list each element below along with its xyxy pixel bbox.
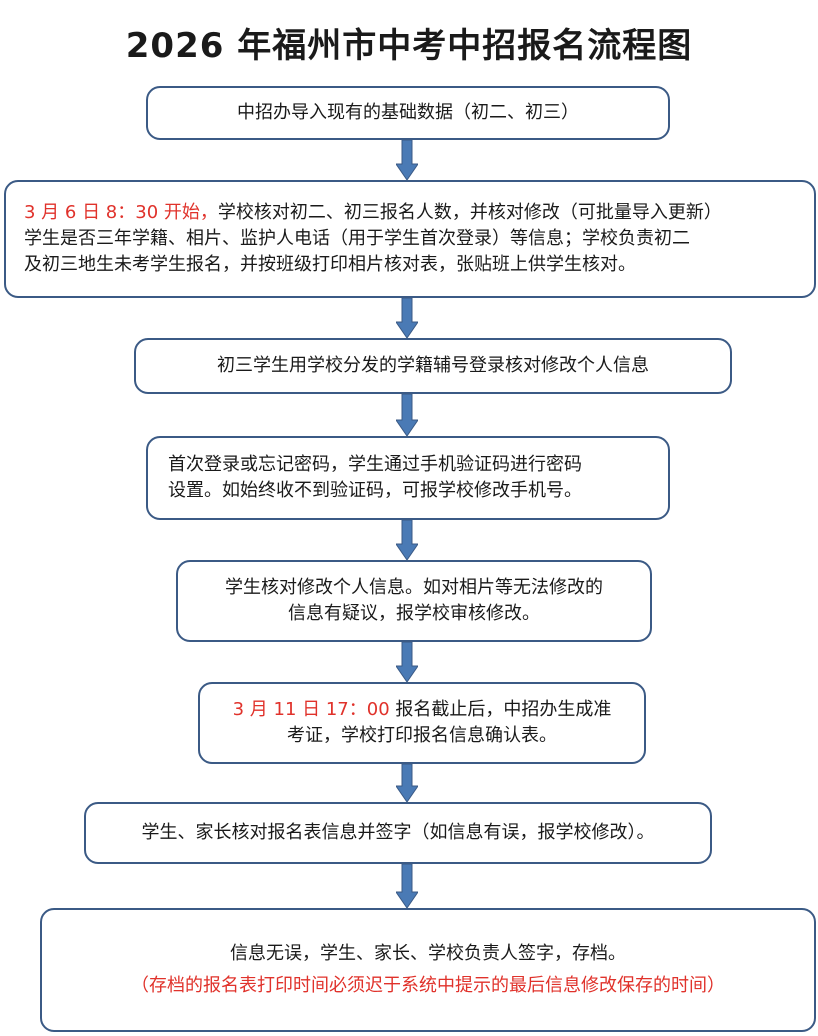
step-6-line-1: 3 月 11 日 17：00 报名截止后，中招办生成准 [200,697,644,723]
step-7-text: 学生、家长核对报名表信息并签字（如信息有误，报学校修改）。 [141,822,655,843]
arrow-down-icon [396,642,418,682]
step-2-line-3: 及初三地生未考学生报名，并按班级打印相片核对表，张贴班上供学生核对。 [24,254,636,275]
step-2-start-time: 3 月 6 日 8：30 开始， [24,202,218,223]
step-2-text-1: 学校核对初二、初三报名人数，并核对修改（可批量导入更新） [217,202,722,223]
arrow-down-icon [396,140,418,180]
step-6-box: 3 月 11 日 17：00 报名截止后，中招办生成准 考证，学校打印报名信息确… [198,682,646,764]
arrow-down-icon [396,394,418,436]
step-4-line-2: 设置。如始终收不到验证码，可报学校修改手机号。 [168,480,582,501]
step-2-line-2: 学生是否三年学籍、相片、监护人电话（用于学生首次登录）等信息；学校负责初二 [24,228,690,249]
step-3-text: 初三学生用学校分发的学籍辅号登录核对修改个人信息 [217,355,649,376]
step-5-box: 学生核对修改个人信息。如对相片等无法修改的 信息有疑议，报学校审核修改。 [176,560,652,642]
page-title: 2026 年福州市中考中招报名流程图 [125,26,693,66]
step-7-box: 学生、家长核对报名表信息并签字（如信息有误，报学校修改）。 [84,802,712,864]
step-4-box: 首次登录或忘记密码，学生通过手机验证码进行密码 设置。如始终收不到验证码，可报学… [146,436,670,520]
step-6-text-1: 报名截止后，中招办生成准 [389,699,612,720]
step-8-line-1: 信息无误，学生、家长、学校负责人签字，存档。 [230,943,626,964]
step-5-line-2: 信息有疑议，报学校审核修改。 [288,603,540,624]
step-2-line-1: 3 月 6 日 8：30 开始，学校核对初二、初三报名人数，并核对修改（可批量导… [24,200,804,226]
step-3-box: 初三学生用学校分发的学籍辅号登录核对修改个人信息 [134,338,732,394]
arrow-down-icon [396,764,418,802]
step-1-box: 中招办导入现有的基础数据（初二、初三） [146,86,670,140]
step-4-line-1: 首次登录或忘记密码，学生通过手机验证码进行密码 [168,454,582,475]
arrow-down-icon [396,520,418,560]
step-6-deadline: 3 月 11 日 17：00 [232,699,390,720]
step-2-box: 3 月 6 日 8：30 开始，学校核对初二、初三报名人数，并核对修改（可批量导… [4,180,816,298]
step-5-line-1: 学生核对修改个人信息。如对相片等无法修改的 [225,577,603,598]
arrow-down-icon [396,864,418,908]
arrow-down-icon [396,298,418,338]
step-6-line-2: 考证，学校打印报名信息确认表。 [287,725,557,746]
step-8-note: （存档的报名表打印时间必须迟于系统中提示的最后信息修改保存的时间） [131,975,725,996]
step-8-box: 信息无误，学生、家长、学校负责人签字，存档。 （存档的报名表打印时间必须迟于系统… [40,908,816,1032]
step-1-text: 中招办导入现有的基础数据（初二、初三） [237,102,579,123]
